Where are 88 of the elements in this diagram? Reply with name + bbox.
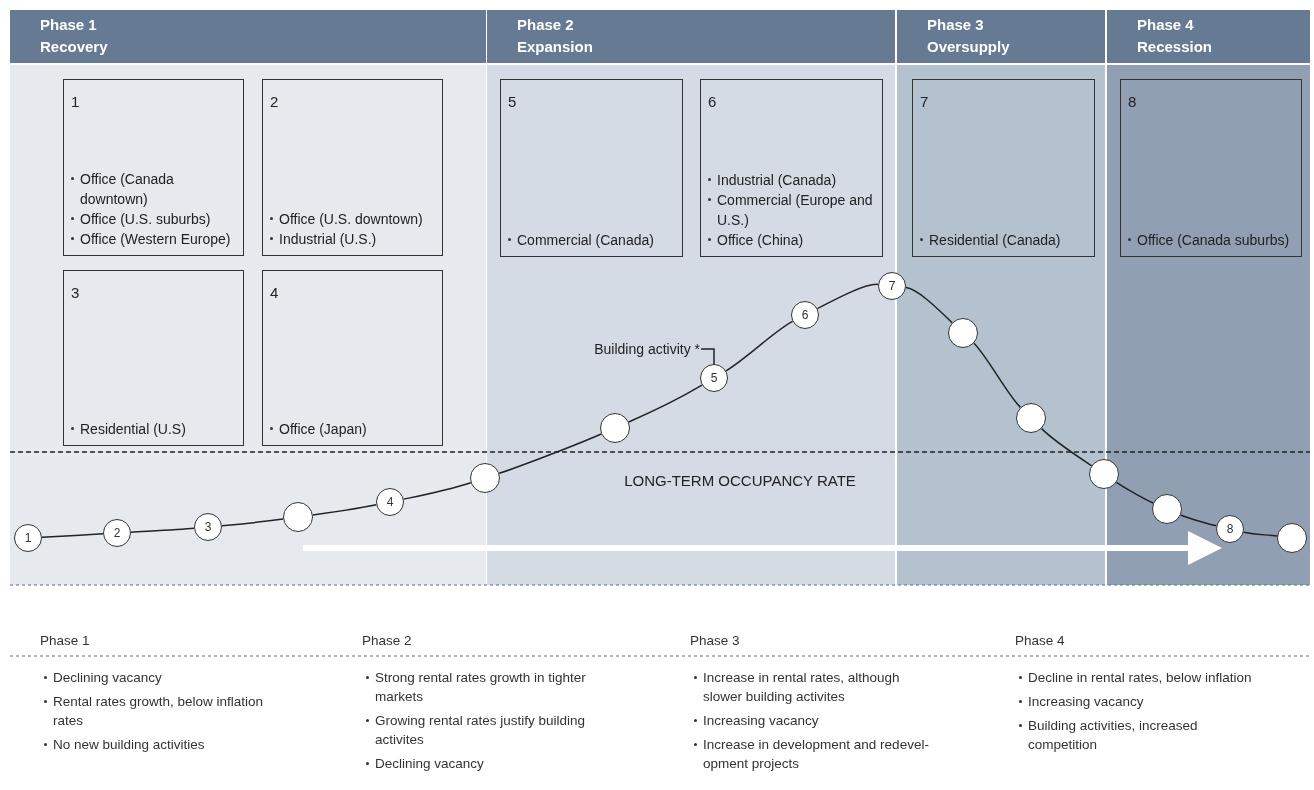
curve-segment (905, 286, 953, 324)
curve-segment (498, 433, 602, 475)
market-item: Commercial (Canada) (517, 231, 654, 250)
phase-column (487, 10, 895, 585)
curve-marker (948, 318, 978, 348)
phase-number: Phase 2 (517, 15, 575, 35)
numbered-marker: 3 (194, 513, 222, 541)
phase-note: Building activities, increased competition (1028, 717, 1199, 754)
market-item: Office (U.S. downtown) (279, 210, 423, 229)
phase-note: Increasing vacancy (1028, 693, 1144, 711)
phase-label: Phase 1 (40, 632, 90, 650)
phase-column (10, 10, 486, 585)
phase-name: Expansion (517, 37, 594, 57)
market-item: Office (China) (717, 231, 804, 250)
phase-label: Phase 2 (362, 632, 412, 650)
market-item: Office (Western Europe) (80, 230, 231, 249)
curve-segment (1180, 514, 1218, 527)
box-number: 6 (708, 92, 718, 112)
curve-segment (1242, 531, 1279, 537)
market-box (262, 270, 443, 446)
market-box (63, 270, 244, 446)
phase-column (897, 10, 1105, 585)
phase-name: Recovery (40, 37, 109, 57)
box-number: 5 (508, 92, 518, 112)
box-number: 7 (920, 92, 930, 112)
phase-note: Increasing vacancy (703, 712, 819, 730)
market-item: Office (Japan) (279, 420, 367, 439)
curve-segment (130, 527, 195, 533)
box-number: 1 (71, 92, 81, 112)
curve-segment (41, 533, 104, 538)
market-item: Industrial (Canada) (717, 171, 837, 190)
phase-label: Phase 3 (690, 632, 740, 650)
market-box (1120, 79, 1302, 257)
numbered-marker: 5 (700, 364, 728, 392)
phase-number: Phase 4 (1137, 15, 1195, 35)
box-number: 8 (1128, 92, 1138, 112)
phase-label: Phase 4 (1015, 632, 1065, 650)
curve-marker (1152, 494, 1182, 524)
phase-note: Increase in development and redevel-opment projects (703, 736, 930, 773)
curve-marker (600, 413, 630, 443)
numbered-marker: 6 (791, 301, 819, 329)
curve-segment (1115, 481, 1154, 504)
phase-number: Phase 3 (927, 15, 985, 35)
box-number: 3 (71, 283, 81, 303)
market-item: Residential (Canada) (929, 231, 1061, 250)
numbered-marker: 2 (103, 519, 131, 547)
curve-segment (725, 320, 794, 372)
curve-segment (1040, 427, 1093, 467)
phase-note: Decline in rental rates, below inflation (1028, 669, 1252, 687)
phase-column (1107, 10, 1310, 585)
curve-segment (402, 481, 472, 500)
market-item: Office (Canada downtown) (80, 170, 175, 209)
market-item: Residential (U.S) (80, 420, 186, 439)
numbered-marker: 4 (376, 488, 404, 516)
curve-label: Building activity * (545, 339, 700, 359)
market-box (700, 79, 883, 257)
phase-note: Rental rates growth, below inflation rates (53, 693, 265, 730)
market-item: Commercial (Europe and U.S.) (717, 191, 874, 230)
phase-note: No new building activities (53, 736, 205, 754)
box-number: 4 (270, 283, 280, 303)
curve-segment (221, 518, 284, 527)
occupancy-rate-label: LONG-TERM OCCUPANCY RATE (623, 471, 857, 491)
market-box (500, 79, 683, 257)
numbered-marker: 1 (14, 524, 42, 552)
market-item: Industrial (U.S.) (279, 230, 377, 249)
phase-name: Oversupply (927, 37, 1011, 57)
curve-segment (628, 384, 703, 423)
phase-note: Declining vacancy (375, 755, 484, 773)
market-item: Office (Canada suburbs) (1137, 231, 1290, 250)
curve-segment (312, 504, 378, 516)
market-box (63, 79, 244, 256)
phase-note: Growing rental rates justify building activites (375, 712, 587, 749)
phase-note: Increase in rental rates, although slower building activites (703, 669, 901, 706)
box-number: 2 (270, 92, 280, 112)
market-box (912, 79, 1095, 257)
phase-number: Phase 1 (40, 15, 98, 35)
market-item: Office (U.S. suburbs) (80, 210, 211, 229)
curve-segment (973, 342, 1022, 409)
leader-line (700, 348, 715, 365)
curve-marker (1277, 523, 1307, 553)
market-box (262, 79, 443, 256)
phase-note: Strong rental rates growth in tighter markets (375, 669, 587, 706)
phase-note: Declining vacancy (53, 669, 162, 687)
curve-marker (1016, 403, 1046, 433)
numbered-marker: 8 (1216, 515, 1244, 543)
phase-name: Recession (1137, 37, 1214, 57)
curve-marker (283, 502, 313, 532)
curve-segment (816, 283, 879, 310)
